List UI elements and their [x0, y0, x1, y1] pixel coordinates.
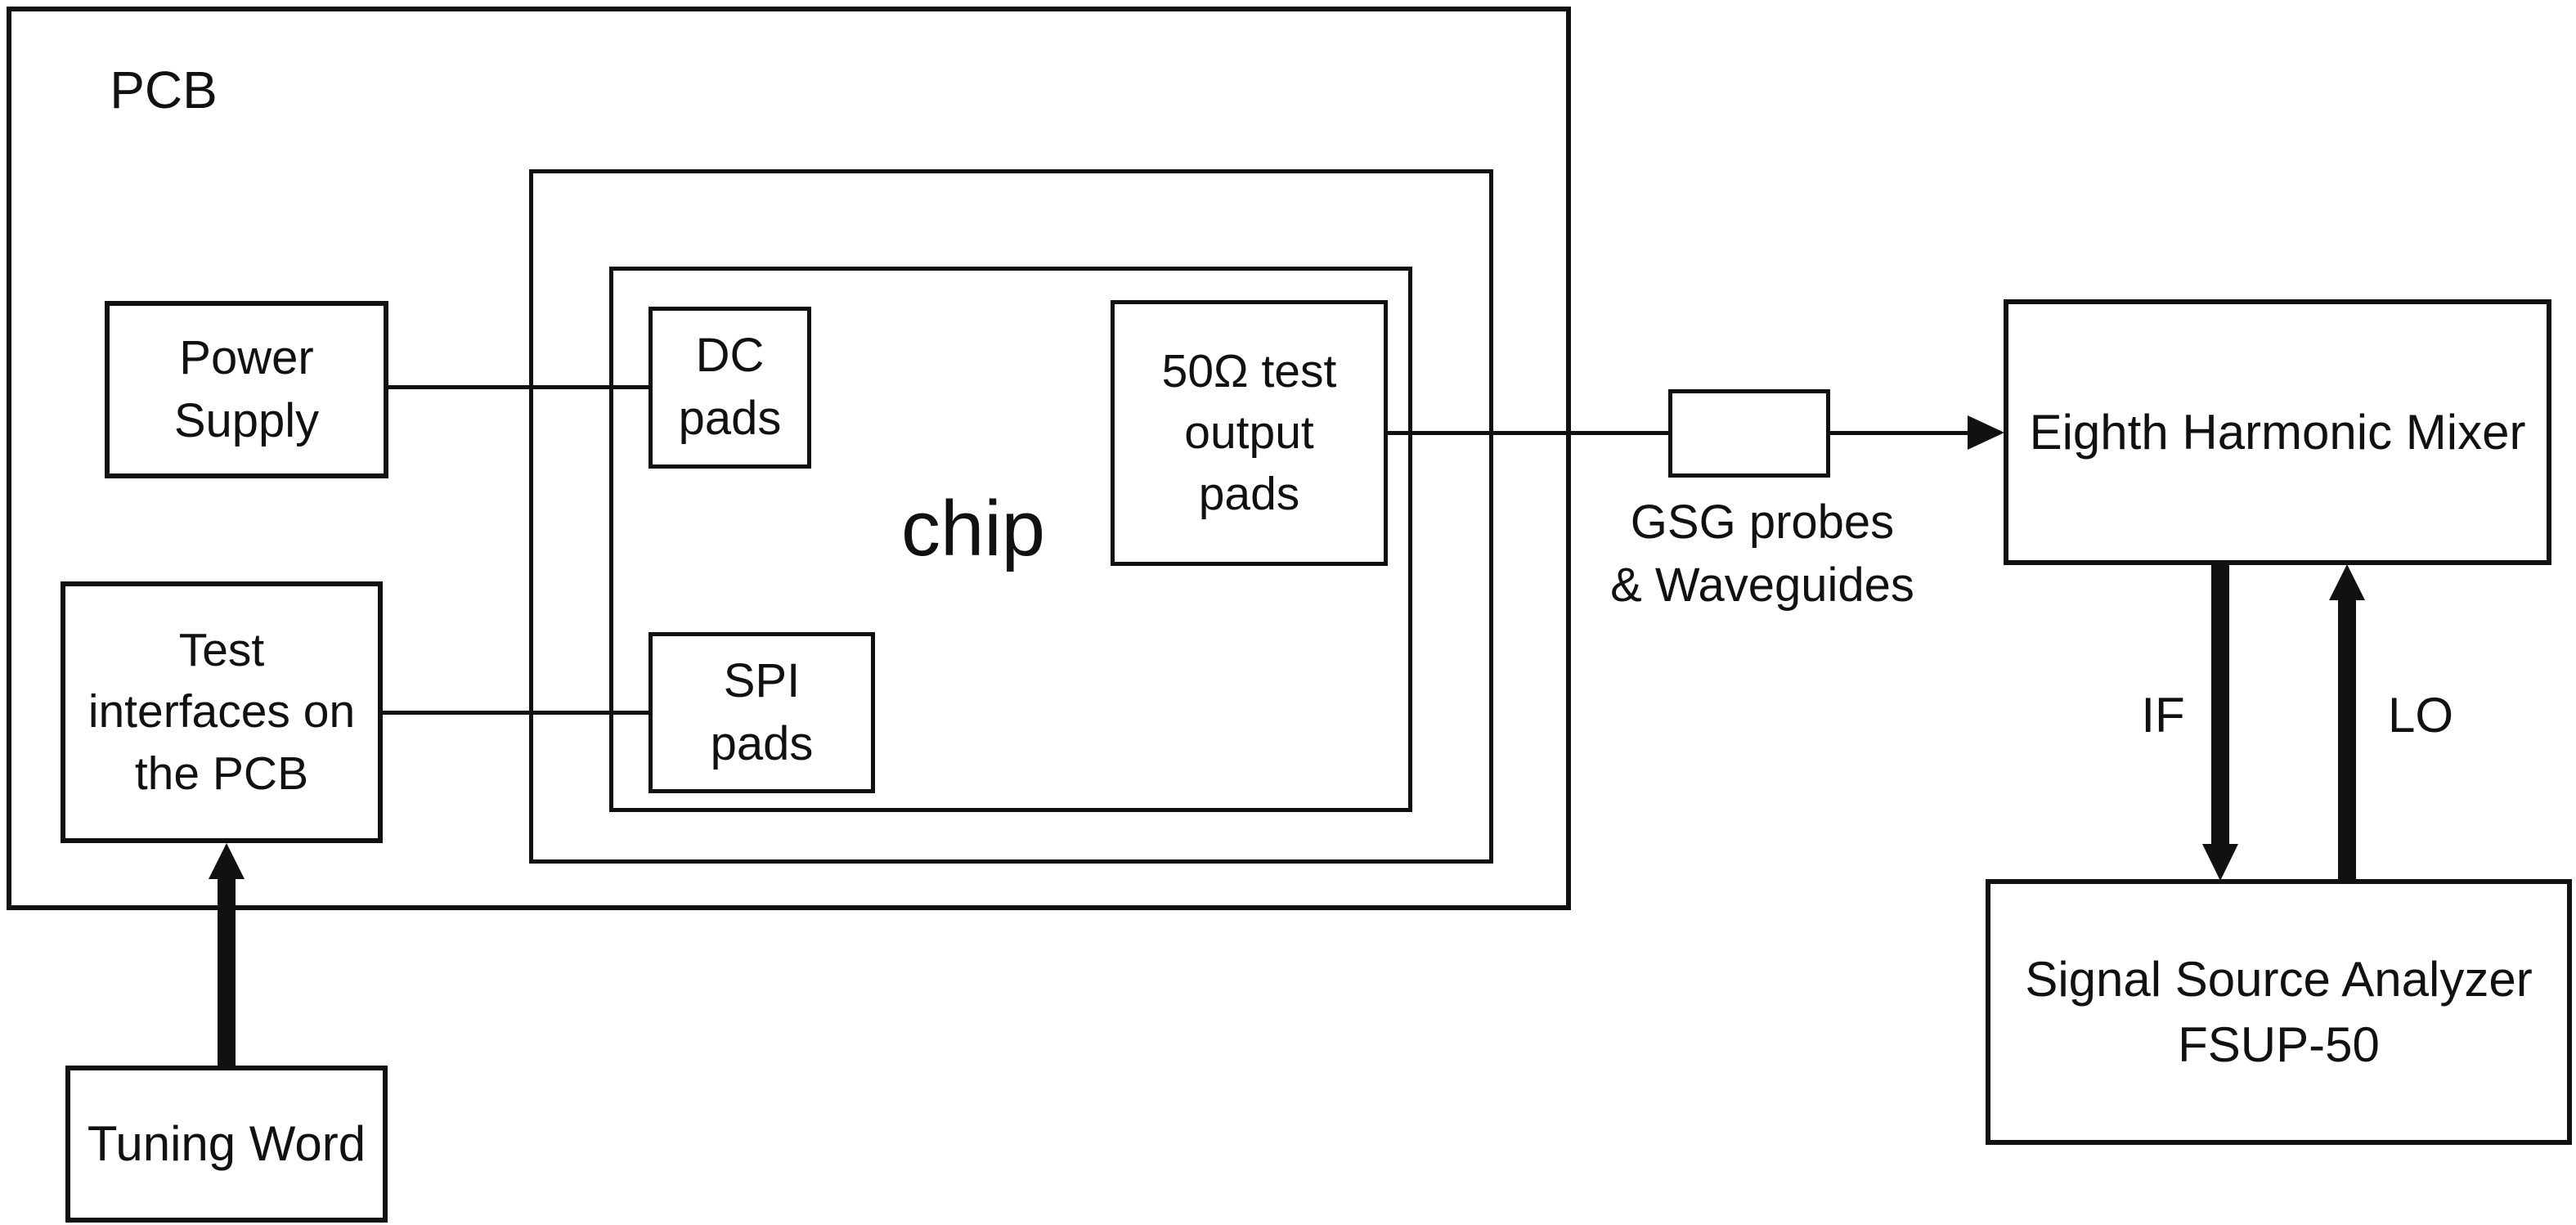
chip-label: chip	[850, 484, 1096, 574]
pcb-label: PCB	[82, 57, 245, 123]
dc-pads-box: DC pads	[648, 307, 811, 469]
chip-label-text: chip	[900, 484, 1046, 572]
lo-label: LO	[2381, 688, 2460, 743]
gsg-label: GSG probes & Waveguides	[1591, 489, 1934, 620]
test-interfaces-to-spi-pads-line	[381, 711, 650, 715]
harmonic-mixer-label: Eighth Harmonic Mixer	[2029, 404, 2526, 460]
chip-outer-box	[529, 169, 1493, 864]
lo-arrowhead-up-icon	[2329, 564, 2365, 600]
pcb-label-text: PCB	[110, 60, 218, 119]
power-supply-label: Power Supply	[173, 330, 320, 447]
pcb-box	[7, 7, 1571, 910]
output-pads-to-gsg-line	[1386, 431, 1670, 435]
power-supply-to-dc-pads-line	[388, 385, 650, 389]
harmonic-mixer-box: Eighth Harmonic Mixer	[2004, 299, 2551, 565]
if-arrowhead-down-icon	[2202, 844, 2238, 881]
if-label: IF	[2124, 688, 2202, 743]
tuning-word-arrowhead-up-icon	[209, 843, 245, 879]
lo-label-text: LO	[2387, 688, 2454, 743]
arrowhead-right-icon	[1968, 415, 2004, 450]
tuning-word-arrow-shaft	[218, 877, 236, 1067]
gsg-to-mixer-line	[1829, 431, 1969, 435]
gsg-probe-box	[1668, 389, 1830, 478]
power-supply-box: Power Supply	[105, 301, 388, 478]
gsg-label-text: GSG probes & Waveguides	[1610, 496, 1914, 612]
dc-pads-label: DC pads	[678, 329, 782, 445]
test-interfaces-box: Test interfaces on the PCB	[61, 581, 383, 843]
test-output-pads-box: 50Ω test output pads	[1111, 300, 1388, 566]
chip-box	[609, 267, 1412, 812]
spi-pads-label: SPI pads	[710, 653, 814, 770]
if-arrow-shaft	[2211, 564, 2229, 846]
lo-arrow-shaft	[2338, 599, 2356, 882]
tuning-word-box: Tuning Word	[65, 1066, 388, 1223]
test-interfaces-label: Test interfaces on the PCB	[88, 624, 356, 800]
spi-pads-box: SPI pads	[648, 632, 875, 793]
signal-source-analyzer-box: Signal Source Analyzer FSUP-50	[1986, 879, 2572, 1145]
signal-source-analyzer-label: Signal Source Analyzer FSUP-50	[2025, 952, 2533, 1072]
if-label-text: IF	[2141, 688, 2185, 743]
tuning-word-label: Tuning Word	[87, 1116, 366, 1172]
test-output-pads-label: 50Ω test output pads	[1161, 344, 1337, 521]
